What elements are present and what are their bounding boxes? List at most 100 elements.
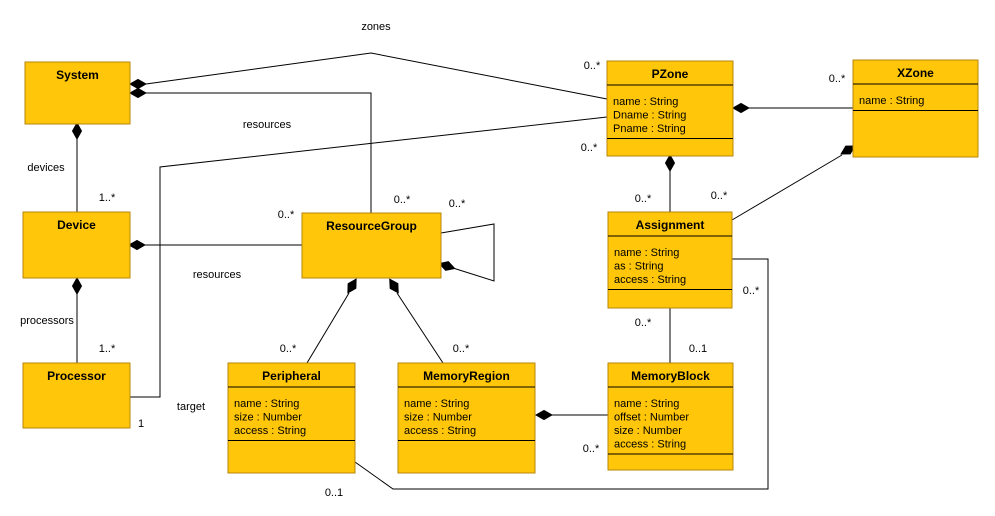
association-system-resources[interactable] — [128, 87, 372, 214]
association-memoryregion-memoryblock[interactable] — [534, 409, 608, 421]
class-name-MemoryRegion: MemoryRegion — [423, 369, 510, 383]
class-attribute: access : String — [404, 425, 476, 437]
association-zones[interactable] — [128, 52, 608, 100]
multiplicity-label: 0..* — [584, 60, 601, 72]
association-assignment-peripheral[interactable] — [354, 258, 769, 490]
association-line-zones[interactable] — [145, 52, 608, 100]
class-box-System[interactable] — [24, 61, 131, 125]
association-line-resourcegroup-peripheral[interactable] — [306, 292, 350, 364]
class-attribute: name : String — [614, 247, 679, 259]
class-attribute: name : String — [234, 398, 299, 410]
class-attribute: access : String — [234, 425, 306, 437]
multiplicity-label: 0..1 — [689, 343, 707, 355]
class-attribute: access : String — [614, 439, 686, 451]
role-name-label: zones — [361, 21, 391, 33]
class-ResourceGroup[interactable]: ResourceGroup — [301, 212, 442, 279]
class-attribute: size : Number — [614, 425, 682, 437]
multiplicity-label: 0..* — [449, 198, 466, 210]
class-box-Assignment[interactable] — [607, 211, 733, 309]
class-attribute: Dname : String — [613, 110, 686, 122]
class-attribute: access : String — [614, 274, 686, 286]
association-line-system-resources[interactable] — [146, 92, 372, 213]
association-line-xzone-assignment[interactable] — [731, 154, 843, 221]
class-box-XZone[interactable] — [852, 59, 979, 158]
class-name-Processor: Processor — [47, 369, 106, 383]
class-attribute: as : String — [614, 261, 664, 273]
class-box-MemoryBlock[interactable] — [607, 362, 734, 471]
association-target[interactable] — [130, 116, 608, 398]
multiplicity-label: 0..* — [711, 190, 728, 202]
multiplicity-label: 0..* — [583, 443, 600, 455]
class-attribute: size : Number — [404, 412, 472, 424]
class-name-Device: Device — [57, 218, 96, 232]
composition-diamond-icon — [664, 153, 676, 173]
class-name-ResourceGroup: ResourceGroup — [326, 219, 417, 233]
class-name-Peripheral: Peripheral — [262, 369, 321, 383]
class-attribute: name : String — [613, 96, 678, 108]
class-attribute: name : String — [859, 95, 924, 107]
class-attribute: name : String — [404, 398, 469, 410]
class-box-PZone[interactable] — [606, 60, 734, 157]
multiplicity-label: 0..* — [581, 142, 598, 154]
composition-diamond-icon — [127, 239, 147, 251]
association-line-target[interactable] — [130, 116, 608, 398]
class-name-PZone: PZone — [652, 67, 689, 81]
multiplicity-label: 0..* — [635, 193, 652, 205]
association-xzone-assignment[interactable] — [731, 142, 857, 221]
composition-diamond-icon — [731, 102, 751, 114]
multiplicity-label: 0..* — [635, 317, 652, 329]
class-System[interactable]: System — [24, 61, 131, 125]
multiplicity-label: 1..* — [99, 343, 116, 355]
class-box-Device[interactable] — [22, 211, 131, 279]
multiplicity-label: 0..* — [743, 285, 760, 297]
class-box-MemoryRegion[interactable] — [397, 362, 536, 474]
association-line-resourcegroup-memoryregion[interactable] — [396, 292, 444, 364]
class-box-Peripheral[interactable] — [227, 362, 356, 474]
multiplicity-label: 0..* — [278, 209, 295, 221]
association-resourcegroup-memoryregion[interactable] — [386, 277, 444, 364]
class-Peripheral[interactable]: Peripheral name : String size : Numberacce… — [227, 362, 356, 474]
association-line-resourcegroup-self[interactable] — [440, 223, 495, 282]
multiplicity-label: 0..1 — [325, 487, 343, 499]
class-Device[interactable]: Device — [22, 211, 131, 279]
class-Processor[interactable]: Processor — [22, 362, 131, 429]
composition-diamond-icon — [534, 409, 554, 421]
class-MemoryRegion[interactable]: MemoryRegion name : String size : Numberac… — [397, 362, 536, 474]
association-resourcegroup-peripheral[interactable] — [306, 277, 360, 364]
multiplicity-label: 1 — [138, 418, 144, 430]
class-box-ResourceGroup[interactable] — [301, 212, 442, 279]
composition-diamond-icon — [71, 276, 83, 296]
association-line-assignment-peripheral[interactable] — [354, 258, 769, 490]
class-attribute: size : Number — [234, 412, 302, 424]
class-name-Assignment: Assignment — [636, 218, 705, 232]
composition-diamond-icon — [128, 78, 148, 90]
association-devices[interactable] — [71, 121, 83, 212]
composition-diamond-icon — [347, 278, 357, 294]
association-device-resources[interactable] — [127, 239, 302, 251]
multiplicity-label: 0..* — [280, 343, 297, 355]
role-name-label: resources — [193, 269, 242, 281]
class-box-Processor[interactable] — [22, 362, 131, 429]
association-resourcegroup-self[interactable] — [438, 223, 495, 282]
class-XZone[interactable]: XZone name : String — [852, 59, 979, 158]
multiplicity-label: 0..* — [394, 194, 411, 206]
role-name-label: devices — [27, 162, 65, 174]
multiplicity-label: 0..* — [829, 73, 846, 85]
association-pzone-assignment[interactable] — [664, 153, 676, 212]
role-name-label: processors — [20, 315, 74, 327]
class-Assignment[interactable]: Assignment name : String as : Stringaccess… — [607, 211, 733, 309]
association-pzone-xzone[interactable] — [731, 102, 853, 114]
class-name-System: System — [56, 68, 99, 82]
composition-diamond-icon — [128, 87, 148, 99]
composition-diamond-icon — [71, 121, 83, 141]
multiplicity-label: 0..* — [453, 343, 470, 355]
class-attribute: Pname : String — [613, 123, 686, 135]
class-name-XZone: XZone — [897, 66, 934, 80]
class-attribute: offset : Number — [614, 412, 689, 424]
composition-diamond-icon — [389, 278, 399, 294]
role-name-label: resources — [243, 119, 292, 131]
